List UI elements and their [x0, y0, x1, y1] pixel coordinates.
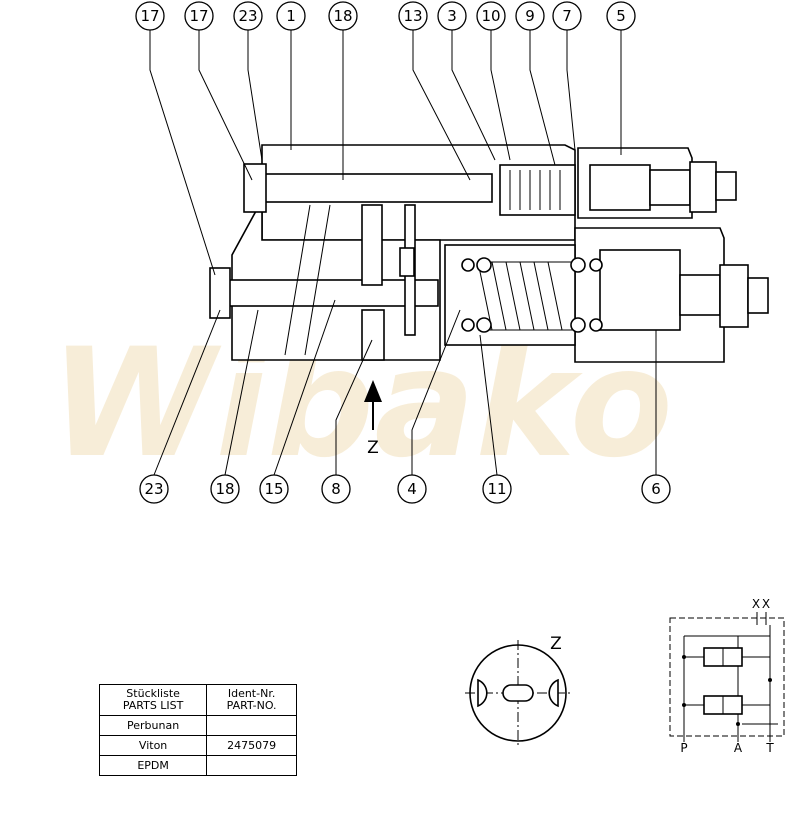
- svg-text:7: 7: [562, 7, 572, 25]
- view-z: Z: [465, 634, 572, 746]
- part-no-cell: [206, 715, 297, 736]
- svg-text:23: 23: [238, 7, 257, 25]
- material-cell: Viton: [98, 735, 208, 756]
- svg-text:8: 8: [331, 480, 341, 498]
- port-a-label: A: [734, 741, 743, 755]
- material-cell: EPDM: [98, 755, 208, 776]
- view-z-arrow: Z: [364, 380, 382, 458]
- svg-text:18: 18: [215, 480, 234, 498]
- balloon-3: 3: [437, 1, 467, 31]
- port-x1-label: X: [752, 597, 760, 611]
- balloon-8: 8: [321, 474, 351, 504]
- hydraulic-schematic: P A T X X: [669, 597, 785, 755]
- balloon-17-b: 17: [184, 1, 214, 31]
- port-p-label: P: [680, 741, 687, 755]
- svg-text:5: 5: [616, 7, 626, 25]
- balloon-10: 10: [476, 1, 506, 31]
- svg-text:15: 15: [264, 480, 283, 498]
- svg-text:Z: Z: [367, 438, 379, 458]
- table-row: Perbunan: [98, 715, 297, 736]
- part-no-cell: 2475079: [206, 735, 297, 756]
- table-row: Viton 2475079: [98, 735, 297, 756]
- balloon-23-bottom: 23: [139, 474, 169, 504]
- balloon-18-top: 18: [328, 1, 358, 31]
- table-row: EPDM: [98, 755, 297, 776]
- balloon-13: 13: [398, 1, 428, 31]
- balloon-17-a: 17: [135, 1, 165, 31]
- parts-list-header: Stückliste PARTS LIST Ident-Nr. PART-NO.: [98, 684, 297, 716]
- svg-text:Z: Z: [550, 634, 562, 654]
- svg-text:3: 3: [447, 7, 457, 25]
- balloon-1: 1: [276, 1, 306, 31]
- svg-text:4: 4: [407, 480, 417, 498]
- port-x2-label: X: [762, 597, 770, 611]
- svg-text:10: 10: [481, 7, 500, 25]
- svg-text:13: 13: [403, 7, 422, 25]
- balloon-23-top: 23: [233, 1, 263, 31]
- header-ident-nr: Ident-Nr. PART-NO.: [206, 684, 297, 716]
- balloon-5: 5: [606, 1, 636, 31]
- header-stueckliste: Stückliste PARTS LIST: [98, 684, 208, 716]
- balloon-9: 9: [515, 1, 545, 31]
- svg-text:18: 18: [333, 7, 352, 25]
- svg-text:1: 1: [286, 7, 296, 25]
- balloon-4: 4: [397, 474, 427, 504]
- svg-text:6: 6: [651, 480, 661, 498]
- leader-lines: [149, 30, 657, 476]
- valve-section: [209, 144, 769, 363]
- svg-text:17: 17: [140, 7, 159, 25]
- balloon-15: 15: [259, 474, 289, 504]
- parts-list-table: Stückliste PARTS LIST Ident-Nr. PART-NO.…: [98, 684, 297, 776]
- svg-text:17: 17: [189, 7, 208, 25]
- svg-text:23: 23: [144, 480, 163, 498]
- balloon-18-bottom: 18: [210, 474, 240, 504]
- svg-text:11: 11: [487, 480, 506, 498]
- material-cell: Perbunan: [98, 715, 208, 736]
- port-t-label: T: [765, 741, 774, 755]
- balloon-6: 6: [641, 474, 671, 504]
- balloon-7: 7: [552, 1, 582, 31]
- balloon-11: 11: [482, 474, 512, 504]
- svg-text:9: 9: [525, 7, 535, 25]
- part-no-cell: [206, 755, 297, 776]
